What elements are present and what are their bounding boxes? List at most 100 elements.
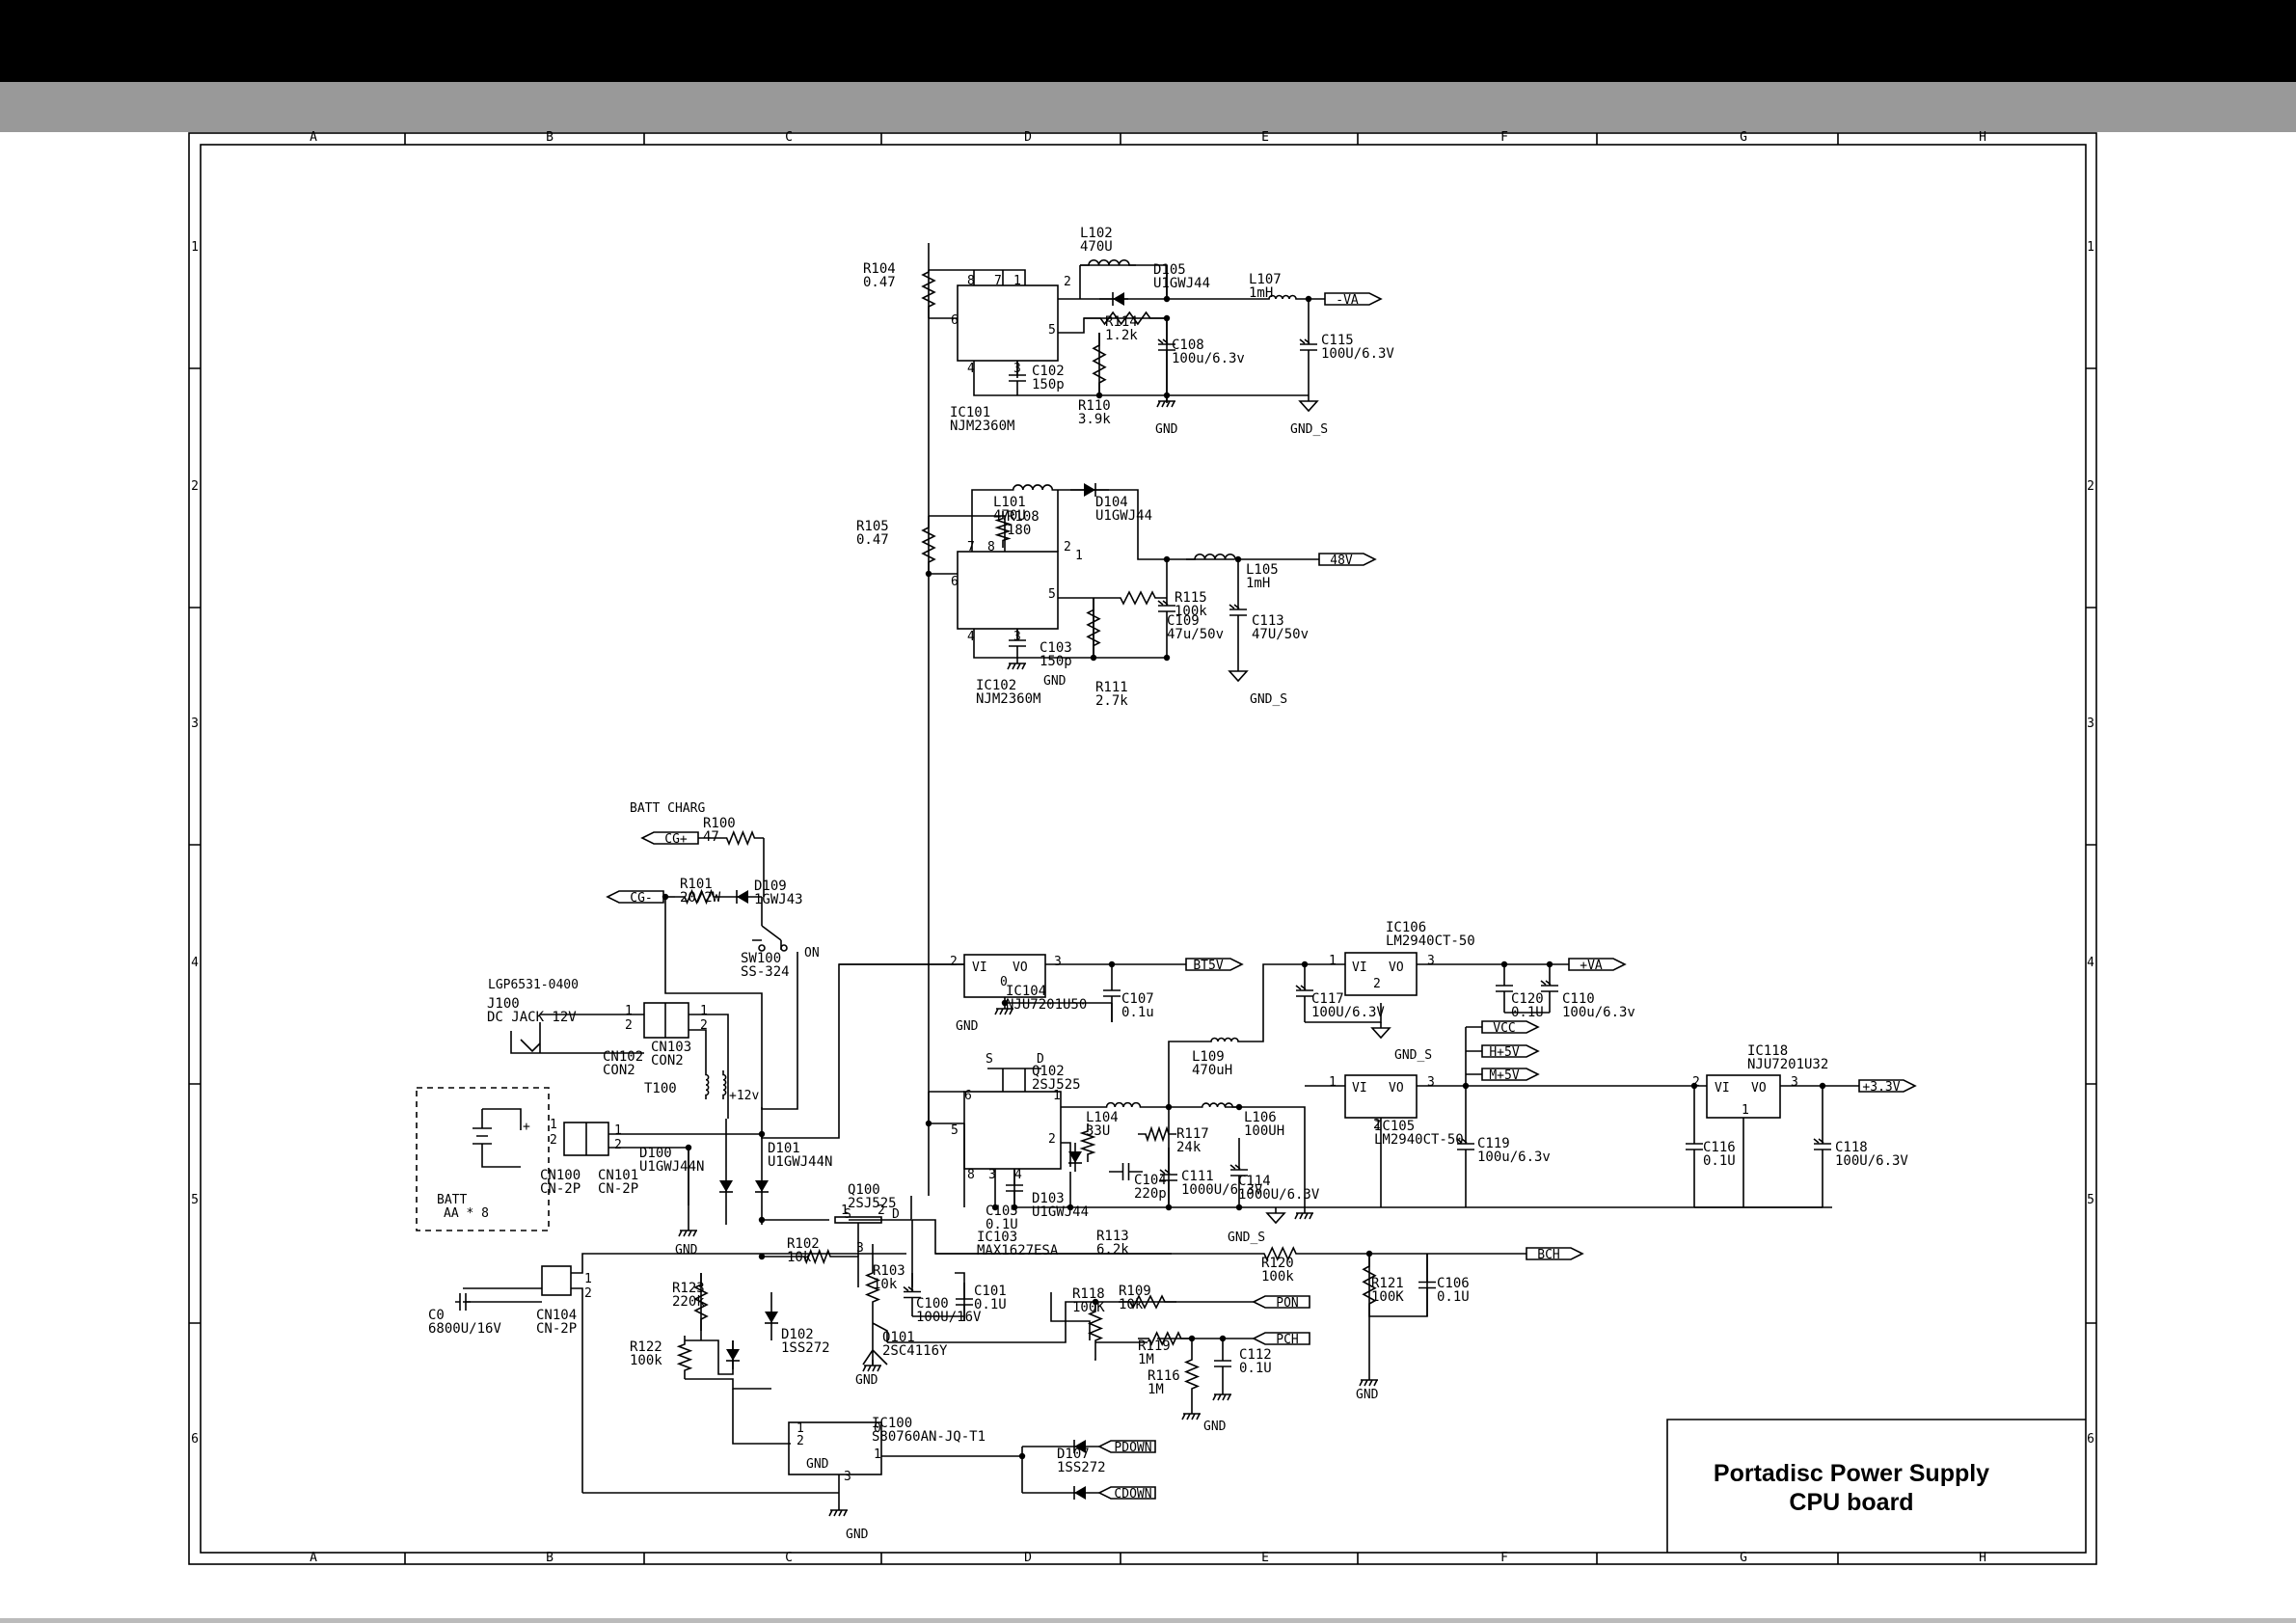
- title-line-2: CPU board: [1789, 1489, 1913, 1516]
- c114-value-label: 1000U/6.3V: [1238, 1187, 1320, 1203]
- port-cg_neg-shape: [606, 890, 664, 904]
- wire: [1168, 963, 1305, 1107]
- pin-number: 3: [856, 1241, 864, 1256]
- d107-value-label: 1SS272: [1057, 1460, 1106, 1475]
- r115-symbol: [1109, 590, 1167, 606]
- d102-symbol: [726, 1349, 740, 1361]
- r120-symbol: [1254, 1246, 1307, 1261]
- r110-value-label: 3.9k: [1078, 412, 1111, 427]
- zone-column-A: A: [310, 1551, 317, 1565]
- l107-symbol: [1263, 294, 1302, 300]
- zone-row-5: 5: [191, 1193, 199, 1207]
- d107-ref-label: D107: [1057, 1447, 1090, 1462]
- gnd-ic103: [1294, 1207, 1313, 1220]
- ic118-body: [1706, 1074, 1781, 1119]
- j100-ref-label: J100: [487, 996, 520, 1012]
- gnd-label-batt: GND: [675, 1243, 698, 1258]
- c114-symbol: [1230, 1138, 1248, 1207]
- r103-ref-label: R103: [873, 1263, 905, 1279]
- r102-ref-label: R102: [787, 1236, 820, 1252]
- ic106-body: [1344, 952, 1418, 996]
- l102-symbol: [1080, 259, 1138, 266]
- port-vcc-shape: [1481, 1020, 1540, 1034]
- gnd-c112: [1212, 1389, 1231, 1401]
- port-va_pos-label: +VA: [1580, 959, 1603, 973]
- gnd-label-ic101: GND: [1155, 422, 1178, 437]
- r118-ref-label: R118: [1072, 1286, 1105, 1302]
- zone-column-C: C: [785, 1551, 793, 1565]
- r109-ref-label: R109: [1119, 1284, 1151, 1299]
- pin-number: 3: [1054, 955, 1062, 969]
- zone-row-1: 1: [2087, 240, 2094, 255]
- c113-ref-label: C113: [1252, 613, 1284, 629]
- ic118-ref-label: IC118: [1747, 1043, 1788, 1059]
- pin-number: 6: [964, 1089, 972, 1103]
- cn100-value-label: CN-2P: [540, 1181, 581, 1197]
- pin-number: 4: [1014, 1168, 1022, 1182]
- ic106-ref-label: IC106: [1386, 920, 1426, 935]
- ic106-vo-pin: VO: [1389, 960, 1404, 975]
- wire: [685, 1378, 771, 1390]
- l105-symbol: [1186, 554, 1244, 560]
- pin-number: 2: [797, 1434, 804, 1448]
- junction-dot: [991, 1204, 999, 1211]
- port-h5v-label: H+5V: [1489, 1045, 1519, 1060]
- pin-number: 3: [1013, 362, 1021, 376]
- pin-number: 2: [1692, 1075, 1700, 1090]
- r115-value-label: 100k: [1175, 604, 1207, 619]
- port-bt5v-label: BT5V: [1193, 959, 1223, 973]
- gnd-label-r121: GND: [1356, 1388, 1379, 1402]
- r118-value-label: 100K: [1072, 1300, 1105, 1315]
- port-cg_neg-label: CG-: [630, 891, 652, 906]
- r117a-symbol: [1079, 1123, 1096, 1162]
- sw100-value-label: SS-324: [741, 964, 790, 980]
- d104-ref-label: D104: [1095, 495, 1128, 510]
- r104-ref-label: R104: [863, 261, 896, 277]
- l104-ref-label: L104: [1086, 1110, 1119, 1125]
- l102-value-label: 470U: [1080, 239, 1113, 255]
- d107b-symbol: [1074, 1486, 1086, 1500]
- q101-value-label: 2SC4116Y: [882, 1343, 948, 1359]
- v12-label: +12v: [729, 1089, 759, 1103]
- pin-number: 5: [1048, 587, 1056, 602]
- c106-value-label: 0.1U: [1437, 1289, 1470, 1305]
- zone-row-6: 6: [2087, 1432, 2094, 1447]
- r121-value-label: 100K: [1371, 1289, 1404, 1305]
- ic101-body: [957, 284, 1059, 362]
- l109-ref-label: L109: [1192, 1049, 1225, 1065]
- c119-ref-label: C119: [1477, 1136, 1510, 1151]
- zone-row-4: 4: [2087, 956, 2094, 970]
- r119-symbol: [1138, 1331, 1192, 1346]
- d105-symbol: [1113, 292, 1124, 306]
- sheet-outer-frame: [188, 132, 2097, 1565]
- d105-ref-label: D105: [1153, 262, 1186, 278]
- r100-ref-label: R100: [703, 816, 736, 831]
- pin-number: 1: [625, 1004, 633, 1018]
- port-m5v-label: M+5V: [1489, 1068, 1519, 1083]
- c107-ref-label: C107: [1121, 991, 1154, 1007]
- r109-value-label: 10k: [1119, 1297, 1144, 1312]
- port-bch-label: BCH: [1537, 1248, 1559, 1262]
- c119-symbol: [1457, 1086, 1474, 1207]
- ic102-value-label: NJM2360M: [976, 691, 1040, 707]
- wire: [689, 1014, 729, 1119]
- title-line-1: Portadisc Power Supply: [1714, 1460, 1989, 1487]
- zone-column-C: C: [785, 130, 793, 145]
- zone-row-4: 4: [191, 956, 199, 970]
- d109-value-label: 1GWJ43: [754, 892, 803, 907]
- d101-symbol: [755, 1180, 769, 1192]
- cn101-value-label: CN-2P: [598, 1181, 638, 1197]
- pin-number: 4: [967, 362, 975, 376]
- d102-ref-label: D102: [781, 1327, 814, 1342]
- junction-dot: [1067, 1204, 1074, 1211]
- polarity-mark: [903, 1285, 914, 1292]
- port-h5v-shape: [1481, 1044, 1540, 1058]
- pin-number: 2: [878, 1204, 885, 1218]
- c109-ref-label: C109: [1167, 613, 1200, 629]
- cn102-ref-label: CN102: [603, 1049, 643, 1065]
- pin-number: 1: [550, 1118, 557, 1132]
- pin-number: 2: [950, 955, 958, 969]
- ic104-body: [963, 954, 1046, 998]
- r102-value-label: 10k: [787, 1250, 812, 1265]
